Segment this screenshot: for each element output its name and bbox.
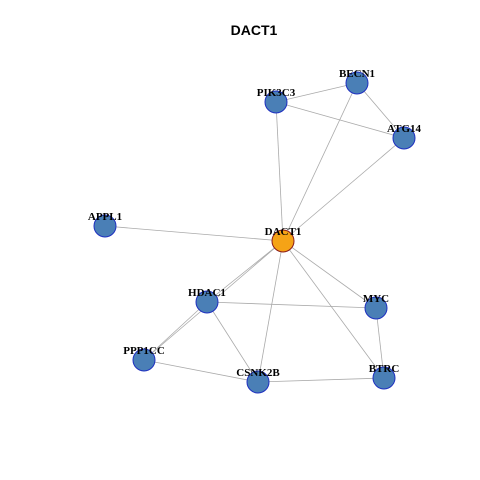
edge-becn1-atg14 <box>356 82 405 139</box>
node-pik3c3 <box>264 90 288 114</box>
edge-hdac1-myc <box>206 301 377 309</box>
node-label-dact1: DACT1 <box>265 226 302 238</box>
edge-csnk2b-dact1 <box>257 240 284 383</box>
node-label-becn1: BECN1 <box>339 68 375 80</box>
node-hdac1 <box>195 290 219 314</box>
edge-atg14-dact1 <box>282 137 405 242</box>
edge-hdac1-csnk2b <box>206 301 259 383</box>
edge-myc-btrc <box>375 307 385 379</box>
node-becn1 <box>345 71 369 95</box>
node-csnk2b <box>246 370 270 394</box>
node-appl1 <box>93 214 117 238</box>
edge-becn1-dact1 <box>282 82 358 242</box>
node-label-btrc: BTRC <box>369 363 400 375</box>
edge-pik3c3-becn1 <box>275 82 358 103</box>
edge-csnk2b-btrc <box>257 377 385 383</box>
node-label-appl1: APPL1 <box>88 211 122 223</box>
node-label-hdac1: HDAC1 <box>188 287 226 299</box>
edge-myc-dact1 <box>282 240 377 309</box>
edge-appl1-dact1 <box>104 225 284 242</box>
node-atg14 <box>392 126 416 150</box>
node-btrc <box>372 366 396 390</box>
nodes-layer <box>93 71 416 394</box>
node-ppp1cc <box>132 348 156 372</box>
node-dact1 <box>271 229 295 253</box>
edge-hdac1-ppp1cc <box>143 301 208 361</box>
node-label-csnk2b: CSNK2B <box>236 367 280 379</box>
node-label-ppp1cc: PPP1CC <box>123 345 165 357</box>
node-label-pik3c3: PIK3C3 <box>257 87 296 99</box>
edge-ppp1cc-csnk2b <box>143 359 259 383</box>
edge-hdac1-dact1 <box>206 240 284 303</box>
edge-btrc-dact1 <box>282 240 385 379</box>
graph-title: DACT1 <box>231 22 278 38</box>
node-myc <box>364 296 388 320</box>
node-label-atg14: ATG14 <box>387 123 422 135</box>
edges-layer <box>104 82 405 383</box>
edge-pik3c3-dact1 <box>275 101 284 242</box>
node-label-myc: MYC <box>363 293 389 305</box>
